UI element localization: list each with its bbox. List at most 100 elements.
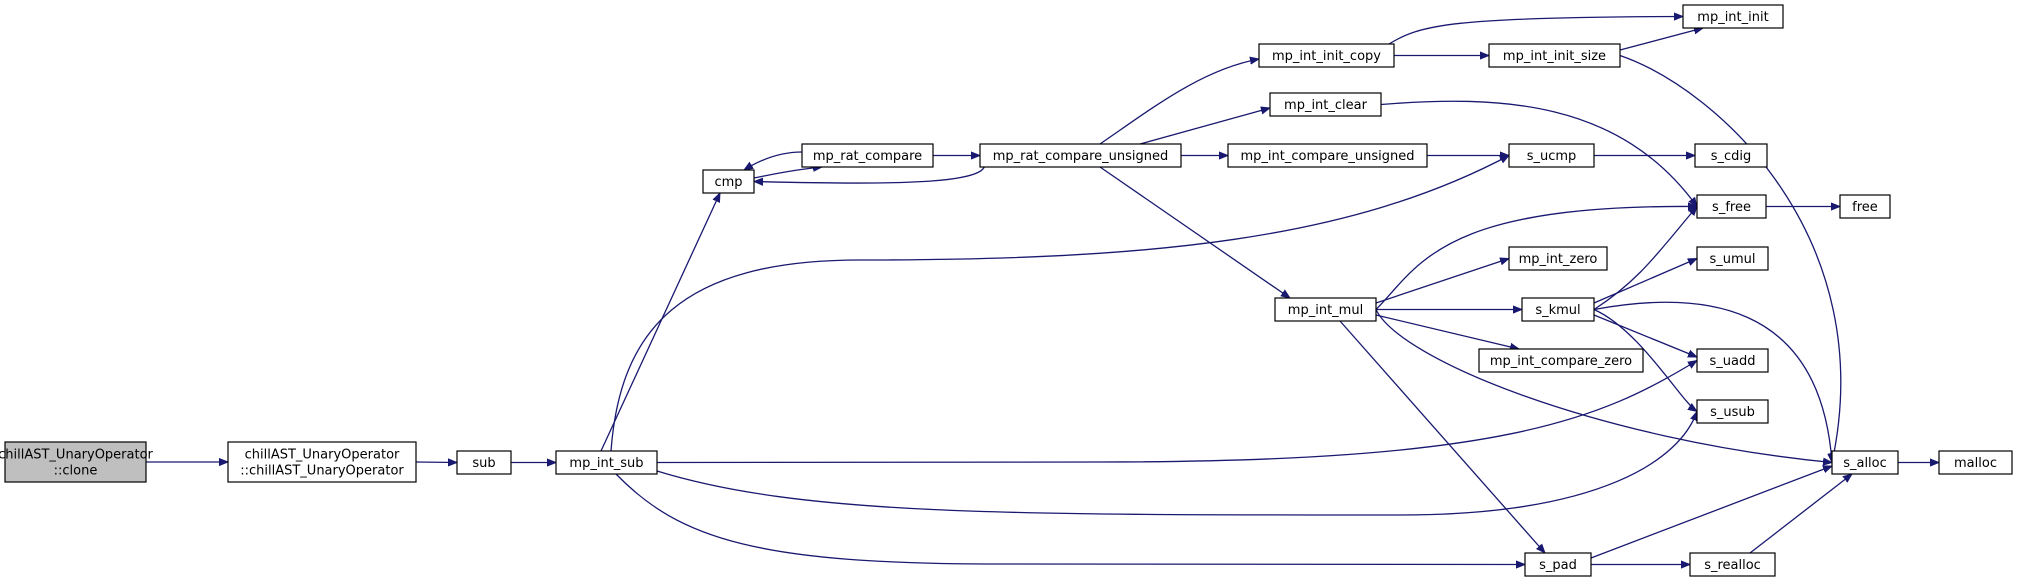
node-label: s_usub <box>1710 405 1755 420</box>
node-box <box>1488 43 1621 68</box>
edge-mp_int_sub-to-s_usub <box>656 412 1697 516</box>
node-label: s_ucmp <box>1527 149 1577 164</box>
node-label: s_uadd <box>1710 354 1756 369</box>
edge-line <box>1593 301 1832 462</box>
edge-s_realloc-to-s_alloc <box>1749 474 1852 554</box>
node-mp-int-clear[interactable]: mp_int_clear <box>1269 92 1382 117</box>
node-s-free[interactable]: s_free <box>1696 194 1767 219</box>
node-free[interactable]: free <box>1839 194 1891 219</box>
node-box <box>1227 143 1428 168</box>
node-mp-int-init-size[interactable]: mp_int_init_size <box>1488 43 1621 68</box>
node-box <box>1839 194 1891 219</box>
edge-line <box>1593 308 1697 412</box>
node-label: mp_int_compare_unsigned <box>1240 149 1414 164</box>
node-s-pad[interactable]: s_pad <box>1524 552 1592 577</box>
edge-line <box>1339 320 1545 553</box>
node-box <box>979 143 1182 168</box>
node-label: mp_int_compare_zero <box>1490 354 1632 369</box>
edge-s_kmul-to-s_free <box>1593 207 1697 311</box>
node-label: chillAST_UnaryOperator <box>245 448 400 463</box>
node-cmp[interactable]: cmp <box>702 169 755 194</box>
edge-s_kmul-to-s_umul <box>1593 257 1697 304</box>
node-mp-int-mul[interactable]: mp_int_mul <box>1274 297 1377 322</box>
node-s-kmul[interactable]: s_kmul <box>1521 297 1595 322</box>
node-label: cmp <box>714 175 742 190</box>
edge-line <box>753 167 822 179</box>
node-mp-rat-compare[interactable]: mp_rat_compare <box>801 143 934 168</box>
edge-mp_rat_compare_unsigned-to-mp_int_init_copy <box>1099 59 1259 145</box>
node-box <box>702 169 755 194</box>
node-s-realloc[interactable]: s_realloc <box>1689 552 1776 577</box>
edge-mp_int_mul-to-mp_int_zero <box>1375 259 1509 304</box>
edge-line <box>656 361 1697 464</box>
node-s-umul[interactable]: s_umul <box>1696 246 1769 271</box>
edge-s_kmul-to-s_usub <box>1593 308 1697 412</box>
edge-line <box>1375 314 1519 349</box>
node-box <box>1269 92 1382 117</box>
edge-mp_int_mul-to-mp_int_compare_zero <box>1375 314 1519 349</box>
edge-line <box>1388 17 1683 45</box>
node-box <box>1508 246 1608 271</box>
node-mp-int-compare-unsigned[interactable]: mp_int_compare_unsigned <box>1227 143 1428 168</box>
edge-mp_int_init_size-to-s_alloc <box>1619 54 1842 463</box>
edge-mp_rat_compare_unsigned-to-mp_int_clear <box>1139 108 1270 145</box>
edge-mp_int_sub-to-s_pad <box>615 473 1525 565</box>
node-box <box>1274 297 1377 322</box>
node-sub[interactable]: sub <box>456 450 512 475</box>
node-mp-int-sub[interactable]: mp_int_sub <box>555 450 658 475</box>
node-mp-int-zero[interactable]: mp_int_zero <box>1508 246 1608 271</box>
edge-mp_int_mul-to-s_free <box>1375 206 1697 310</box>
node-label: mp_rat_compare_unsigned <box>993 149 1168 164</box>
node-label: s_cdig <box>1711 149 1752 164</box>
edge-line <box>744 151 803 170</box>
node-s-usub[interactable]: s_usub <box>1696 399 1769 424</box>
node-box <box>1524 552 1592 577</box>
node-box <box>1521 297 1595 322</box>
edge-line <box>615 473 1525 565</box>
edge-s_pad-to-s_alloc <box>1590 466 1832 559</box>
node-box <box>227 441 417 483</box>
edge-line <box>610 154 1509 452</box>
edge-line <box>415 462 457 463</box>
node-mp-int-init-copy[interactable]: mp_int_init_copy <box>1258 43 1395 68</box>
node-label: ::clone <box>54 464 98 479</box>
node-mp-int-compare-zero[interactable]: mp_int_compare_zero <box>1478 348 1644 373</box>
node-malloc[interactable]: malloc <box>1938 450 2013 475</box>
edge-mp_int_init_size-to-mp_int_init <box>1619 28 1703 51</box>
node-s-ucmp[interactable]: s_ucmp <box>1508 143 1595 168</box>
node-ctor[interactable]: chillAST_UnaryOperator::chillAST_UnaryOp… <box>227 441 417 483</box>
node-mp-rat-compare-unsigned[interactable]: mp_rat_compare_unsigned <box>979 143 1182 168</box>
edge-line <box>1749 474 1852 554</box>
edge-mp_rat_compare-to-cmp <box>744 151 803 170</box>
edge-line <box>1593 314 1697 358</box>
node-label: s_kmul <box>1535 303 1580 318</box>
node-label: s_alloc <box>1843 456 1887 471</box>
node-label: mp_int_init <box>1697 10 1768 25</box>
node-box <box>1689 552 1776 577</box>
edge-line <box>1099 59 1259 145</box>
node-label: s_pad <box>1539 558 1577 573</box>
node-label: mp_rat_compare <box>813 149 922 164</box>
node-mp-int-init[interactable]: mp_int_init <box>1682 4 1784 29</box>
node-box <box>4 441 147 483</box>
node-s-alloc[interactable]: s_alloc <box>1831 450 1899 475</box>
edge-cmp-to-mp_rat_compare <box>753 167 822 179</box>
edge-mp_int_sub-to-s_uadd <box>656 361 1697 464</box>
edge-mp_int_sub-to-s_ucmp <box>610 154 1509 452</box>
node-label: s_free <box>1712 200 1751 215</box>
edge-line <box>600 193 721 452</box>
node-clone[interactable]: chillAST_UnaryOperator::clone <box>0 441 154 483</box>
node-label: s_realloc <box>1704 558 1761 573</box>
node-label: mp_int_sub <box>569 456 643 471</box>
node-box <box>1682 4 1784 29</box>
node-label: mp_int_init_size <box>1503 49 1606 64</box>
edge-line <box>1375 206 1697 310</box>
node-s-cdig[interactable]: s_cdig <box>1694 143 1768 168</box>
node-box <box>1938 450 2013 475</box>
node-label: sub <box>472 456 495 471</box>
node-s-uadd[interactable]: s_uadd <box>1696 348 1769 373</box>
edge-line <box>1590 466 1832 559</box>
edge-line <box>1375 309 1832 463</box>
node-box <box>1696 194 1767 219</box>
edge-mp_int_mul-to-s_pad <box>1339 320 1545 553</box>
